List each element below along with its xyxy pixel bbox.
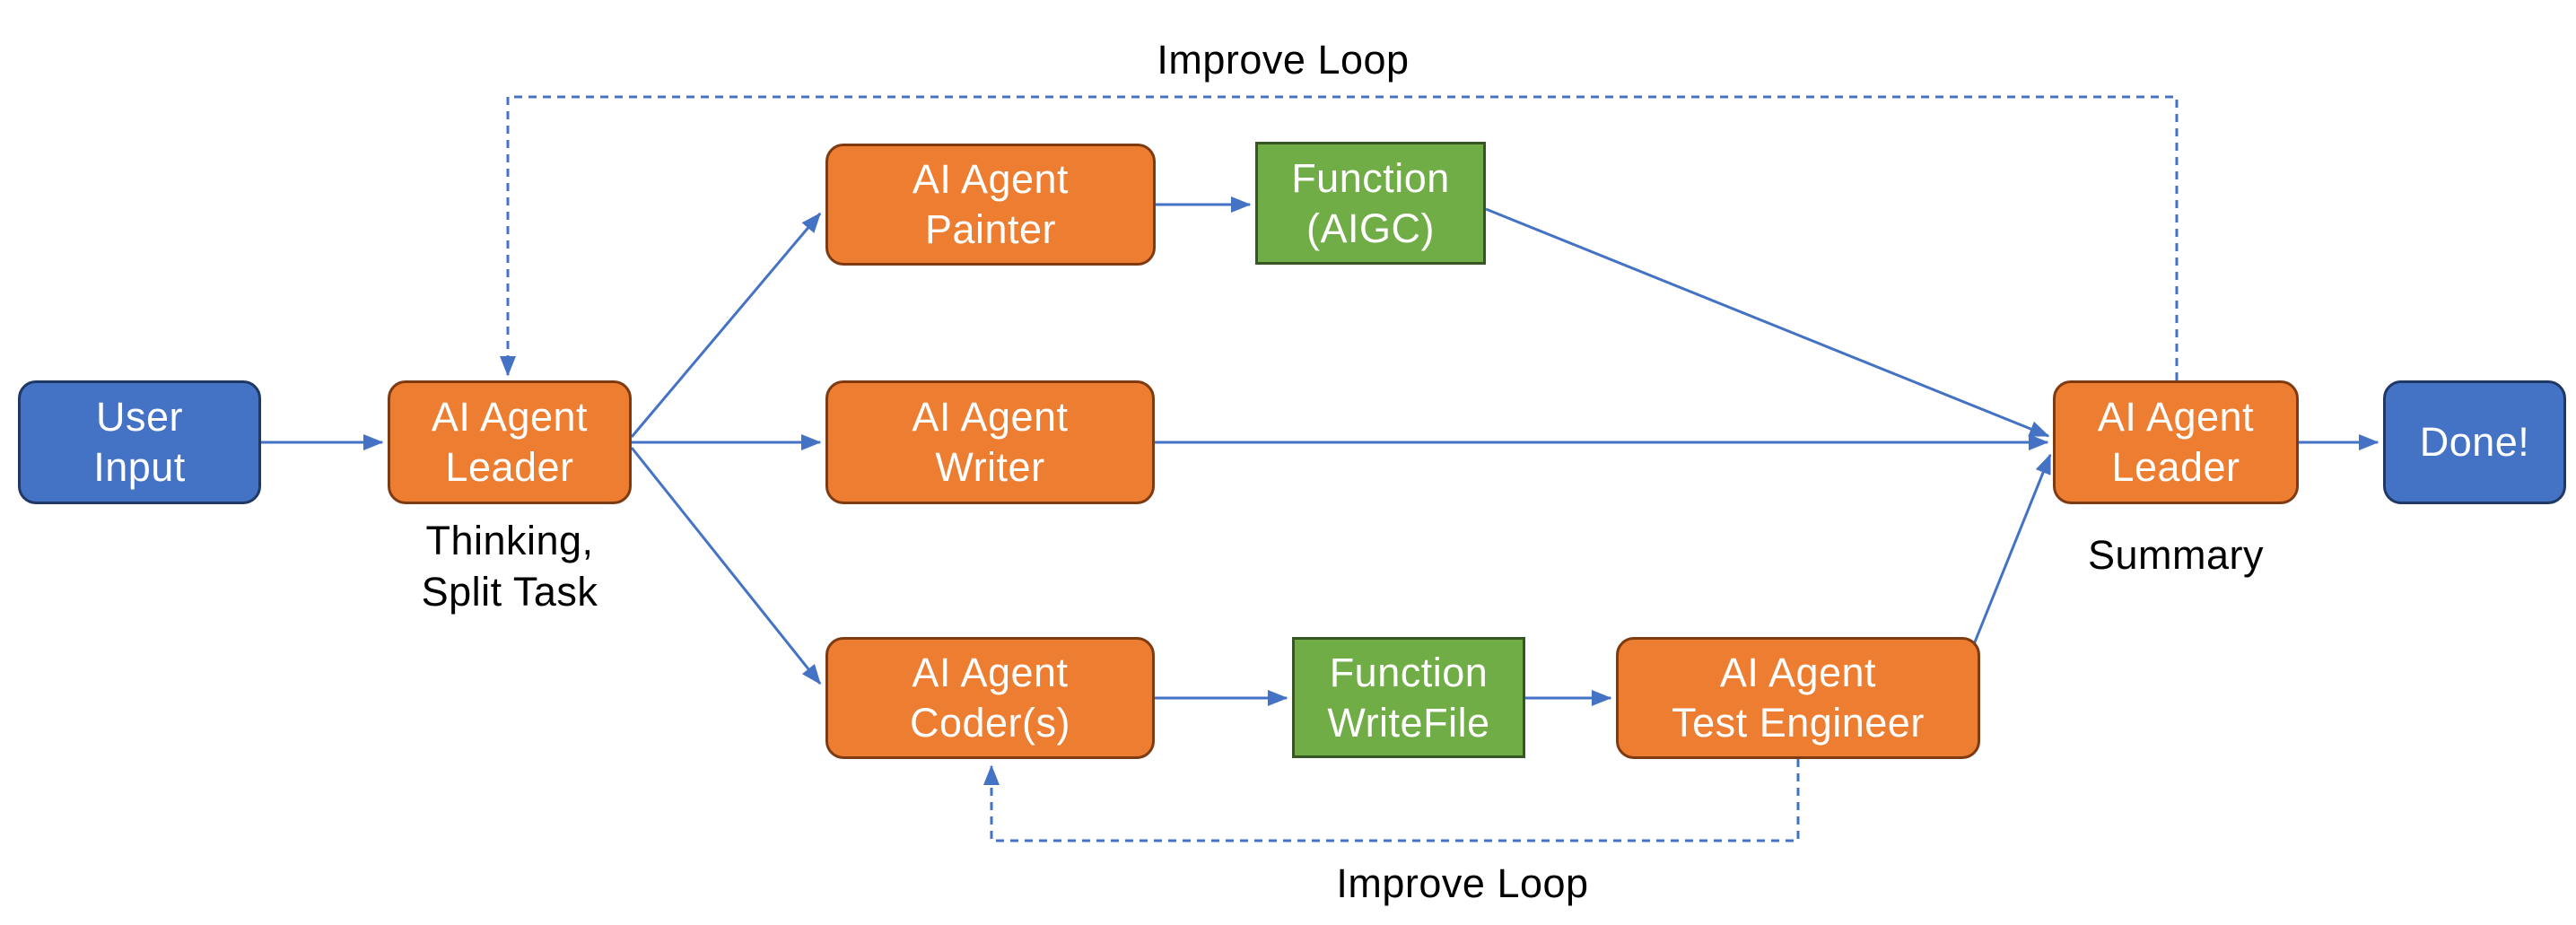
improve-loop-bottom-path [983, 759, 1800, 842]
node-user-input-label: User Input [93, 394, 186, 490]
node-ai-agent-leader-right: AI Agent Leader [2053, 380, 2299, 504]
arrow-leader-to-painter [630, 212, 822, 438]
node-done-label: Done! [2419, 419, 2530, 466]
node-function-writefile-label: Function WriteFile [1327, 649, 1490, 746]
node-ai-agent-writer: AI Agent Writer [825, 380, 1155, 504]
node-ai-agent-leader-left: AI Agent Leader [388, 380, 632, 504]
node-ai-agent-coder-label: AI Agent Coder(s) [909, 650, 1071, 746]
arrow-leader-to-coder [630, 447, 822, 685]
node-ai-agent-coder: AI Agent Coder(s) [825, 637, 1155, 759]
improve-loop-bottom-label: Improve Loop [1336, 860, 1589, 906]
arrow-test-engineer-to-leader-right [1969, 453, 2052, 654]
node-user-input: User Input [18, 380, 261, 504]
node-ai-agent-leader-left-label: AI Agent Leader [431, 394, 589, 490]
node-function-aigc-label: Function (AIGC) [1291, 154, 1450, 251]
node-ai-agent-writer-label: AI Agent Writer [912, 394, 1069, 490]
arrow-aigc-to-leader-right [1485, 207, 2050, 438]
node-ai-agent-test-engineer-label: AI Agent Test Engineer [1672, 650, 1925, 746]
node-function-aigc: Function (AIGC) [1255, 142, 1486, 265]
node-ai-agent-painter: AI Agent Painter [825, 144, 1156, 266]
leader-left-sublabel: Thinking, Split Task [421, 518, 598, 615]
node-ai-agent-leader-right-label: AI Agent Leader [2097, 394, 2255, 490]
node-done: Done! [2383, 380, 2566, 504]
node-ai-agent-painter-label: AI Agent Painter [912, 156, 1070, 252]
leader-right-sublabel: Summary [2087, 532, 2265, 578]
node-function-writefile: Function WriteFile [1292, 637, 1525, 758]
node-ai-agent-test-engineer: AI Agent Test Engineer [1616, 637, 1980, 759]
improve-loop-top-label: Improve Loop [1157, 37, 1410, 83]
